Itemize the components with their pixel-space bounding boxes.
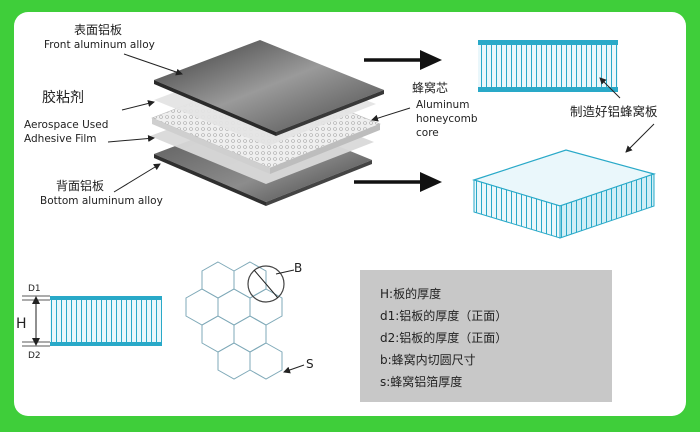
layer-labels: 表面铝板 Front aluminum alloy 胶粘剂 Aerospace …: [24, 22, 478, 207]
front-label-en: Front aluminum alloy: [44, 39, 155, 51]
finished-label-cn: 制造好铝蜂窝板: [570, 104, 658, 119]
adhesive-label-en1: Aerospace Used: [24, 119, 108, 131]
finished-label: 制造好铝蜂窝板: [570, 77, 658, 153]
front-aluminum-plate: [154, 40, 384, 132]
adhesive-label-cn: 胶粘剂: [42, 89, 84, 106]
adhesive-label-en2: Adhesive Film: [24, 133, 97, 145]
core-label-en2: honeycomb: [416, 113, 478, 125]
legend-item: d1:铝板的厚度（正面）: [380, 308, 507, 323]
dim-d2: D2: [28, 351, 41, 361]
bottom-label-cn: 背面铝板: [56, 178, 104, 193]
bottom-label-en: Bottom aluminum alloy: [40, 195, 163, 207]
dim-h: H: [16, 316, 27, 332]
cell-dimension-labels: B S: [275, 261, 314, 374]
arrow-right-icon: [420, 172, 442, 192]
finished-panel-isometric: [471, 149, 657, 239]
core-label-cn: 蜂窝芯: [412, 80, 448, 95]
dim-d1: D1: [28, 284, 41, 294]
front-label-cn: 表面铝板: [74, 22, 122, 37]
honeycomb-panel-diagram: 表面铝板 Front aluminum alloy 胶粘剂 Aerospace …: [16, 22, 658, 402]
core-label-en3: core: [416, 127, 439, 139]
finished-panel-section: [478, 40, 618, 92]
legend-item: b:蜂窝内切圆尺寸: [380, 352, 476, 367]
exploded-layers: [150, 40, 384, 206]
dim-b: B: [294, 261, 302, 275]
legend-item: H:板的厚度: [380, 286, 441, 301]
legend-item: d2:铝板的厚度（正面）: [380, 330, 507, 345]
diagram-frame: 表面铝板 Front aluminum alloy 胶粘剂 Aerospace …: [14, 12, 686, 416]
core-label-en1: Aluminum: [416, 99, 469, 111]
thickness-diagram: D1 H D2: [16, 284, 162, 361]
legend-item: s:蜂窝铝箔厚度: [380, 374, 462, 389]
process-arrows: [354, 50, 442, 192]
honeycomb-cell-diagram: [185, 261, 285, 380]
arrow-right-icon: [420, 50, 442, 70]
legend-box: H:板的厚度 d1:铝板的厚度（正面） d2:铝板的厚度（正面） b:蜂窝内切圆…: [360, 270, 612, 402]
dim-s: S: [306, 357, 314, 371]
